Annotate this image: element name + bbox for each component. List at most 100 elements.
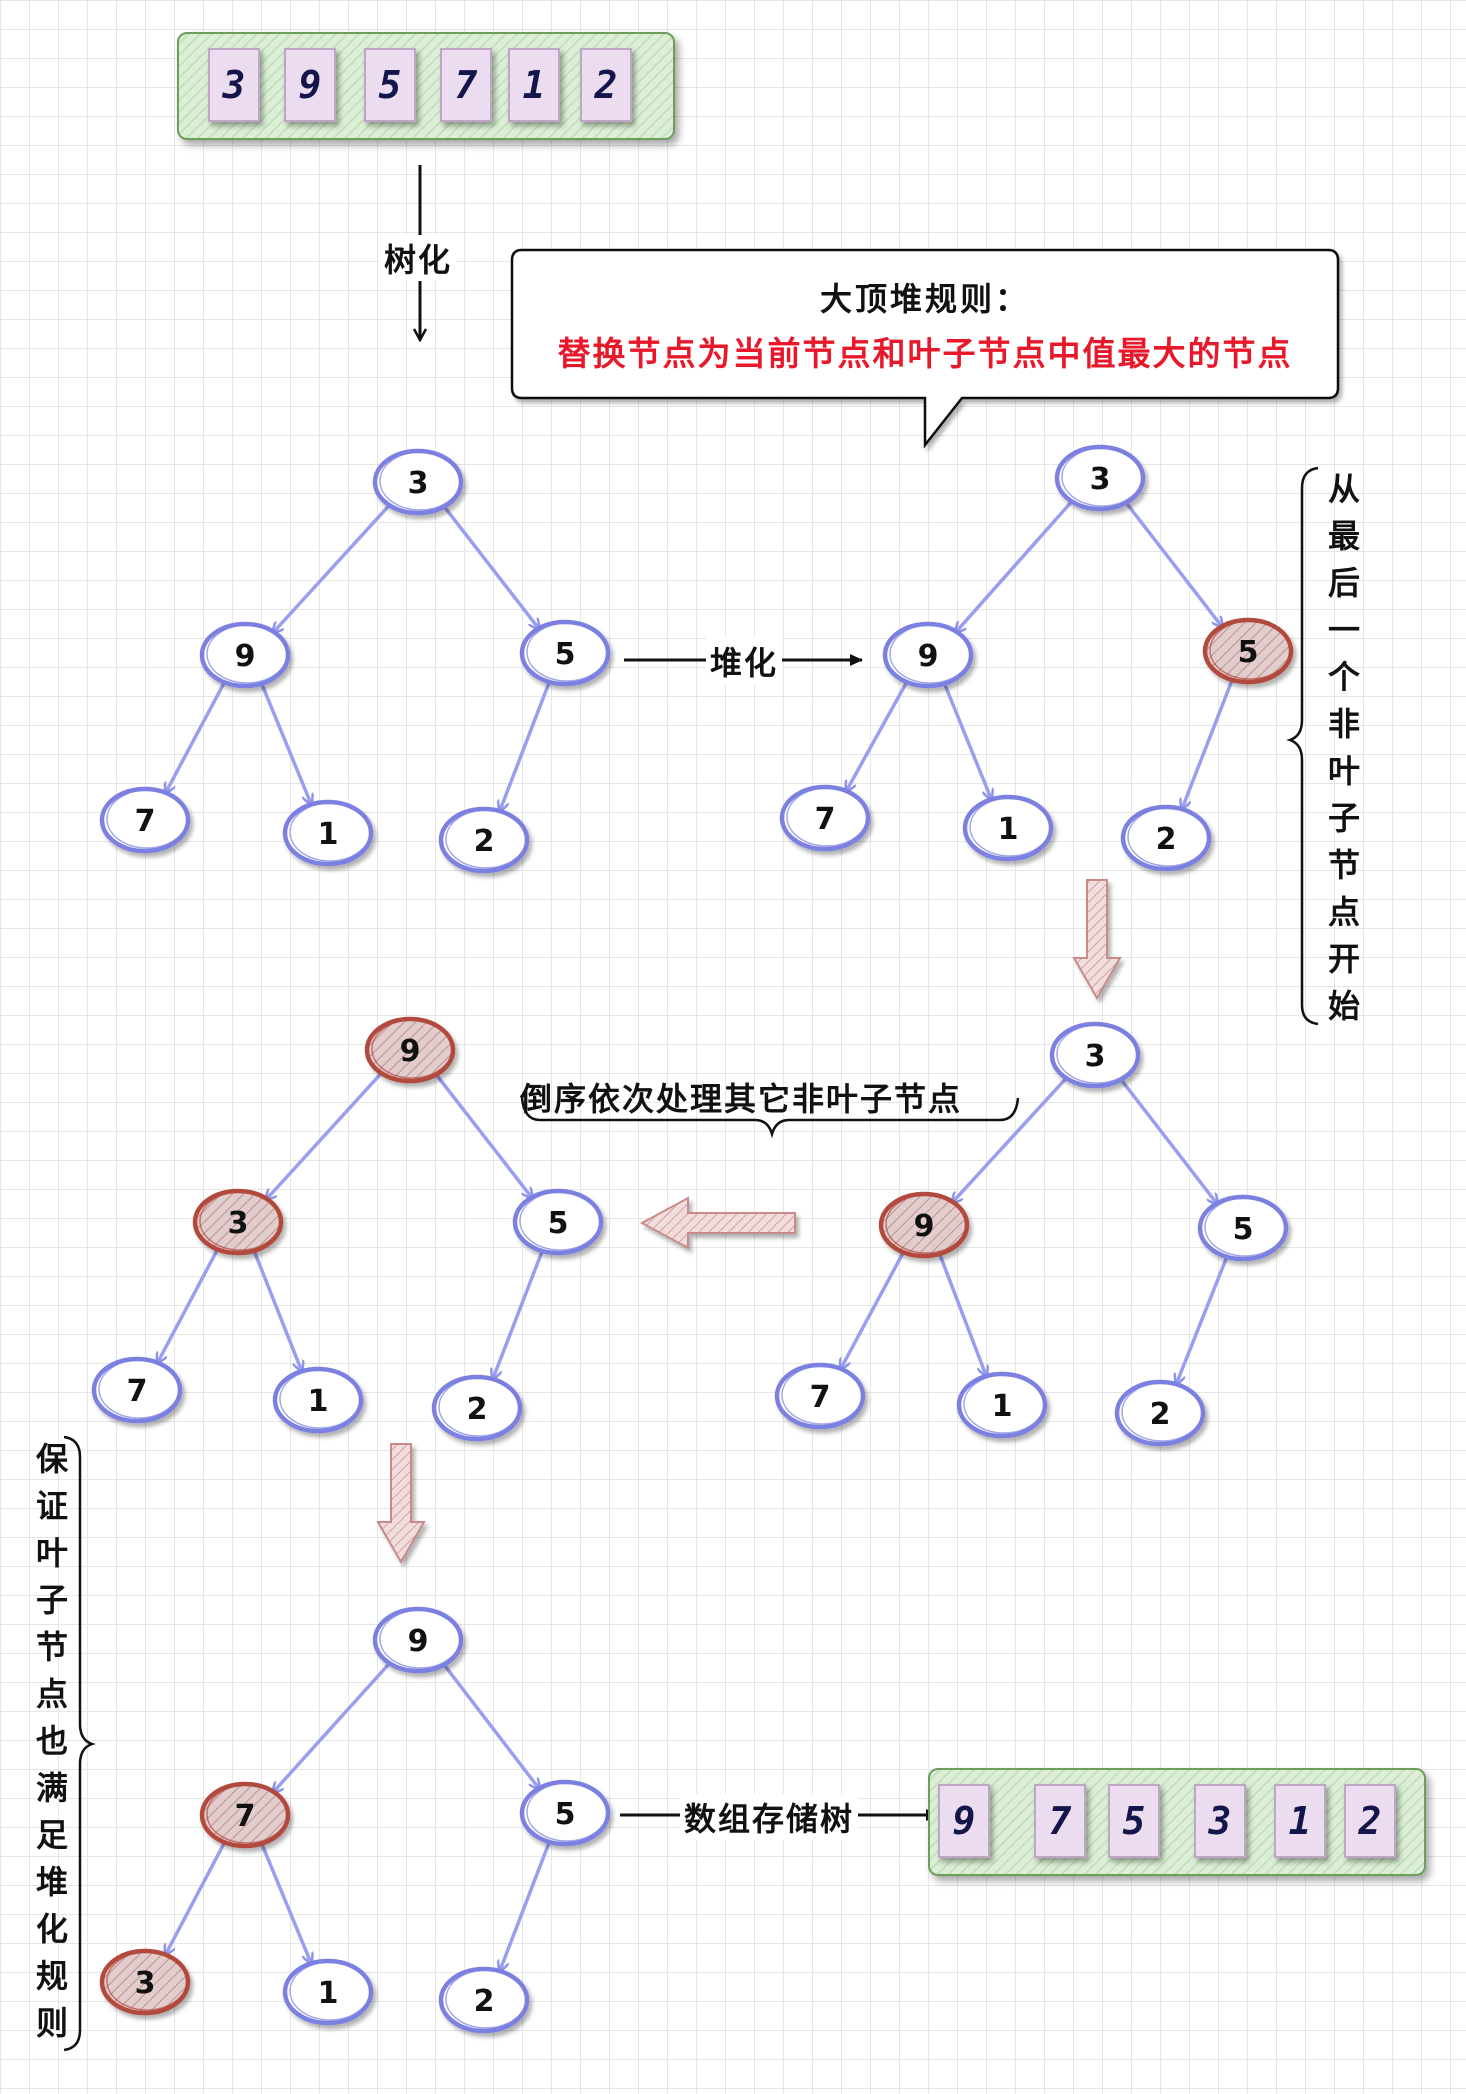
- tree-process-node-9-node-1: 9: [878, 1191, 970, 1259]
- tree-after-swap-root-node-5: 2: [431, 1374, 523, 1442]
- tree-process-node-9-node-0: 3: [1049, 1021, 1141, 1089]
- tree-start-last-nonleaf-node-label-3: 7: [815, 802, 836, 837]
- tree-final-heap-node-label-1: 7: [235, 1799, 256, 1834]
- tree-after-swap-root-node-label-0: 9: [400, 1034, 421, 1069]
- callout-title: 大顶堆规则：: [819, 280, 1030, 318]
- tree-initial-node-label-1: 9: [235, 639, 256, 674]
- tree-initial-node-3: 7: [99, 786, 191, 854]
- tree-initial-node-label-3: 7: [135, 804, 156, 839]
- tree-start-last-nonleaf-node-label-5: 2: [1156, 822, 1177, 857]
- tree-final-heap-node-4: 1: [282, 1958, 374, 2026]
- tree-process-node-9-node-label-1: 9: [914, 1209, 935, 1244]
- heap-array-cell-1: 7: [1034, 1784, 1086, 1858]
- tree-initial-node-1: 9: [199, 621, 291, 689]
- tree-process-node-9-node-label-4: 1: [992, 1389, 1013, 1424]
- tree-after-swap-root-node-label-3: 7: [127, 1374, 148, 1409]
- heap-array-cell-2: 5: [1108, 1784, 1160, 1858]
- tree-initial-edge-1: [441, 503, 539, 629]
- tree-final-heap-edge-2: [166, 1839, 228, 1955]
- tree-initial-edge-4: [500, 679, 552, 811]
- tree-initial-edge-2: [166, 679, 227, 793]
- tree-final-heap-edge-1: [441, 1661, 539, 1789]
- tree-process-node-9-node-3: 7: [774, 1362, 866, 1430]
- tree-after-swap-root-edge-4: [493, 1248, 545, 1379]
- input-array-cell-0: 3: [208, 48, 260, 122]
- input-array-cell-5: 2: [580, 48, 632, 122]
- tree-start-last-nonleaf-node-4: 1: [962, 794, 1054, 862]
- tree-process-node-9-node-5: 2: [1114, 1379, 1206, 1447]
- heapify-label: 堆化: [706, 638, 783, 684]
- tree-start-last-nonleaf-edge-0: [956, 498, 1075, 633]
- tree-after-swap-root-node-2: 5: [512, 1188, 604, 1256]
- tree-start-last-nonleaf-edge-3: [942, 681, 991, 799]
- tree-process-node-9-edge-0: [952, 1074, 1070, 1202]
- tree-start-last-nonleaf-node-0: 3: [1054, 444, 1146, 512]
- tree-after-swap-root-node-label-1: 3: [228, 1206, 249, 1241]
- tree-final-heap-node-5: 2: [438, 1966, 530, 2034]
- right-side-note: 从最后一个非叶子节点开始: [1327, 470, 1360, 1025]
- tree-final-heap-node-label-4: 1: [318, 1976, 339, 2011]
- tree-process-node-9-node-label-3: 7: [810, 1380, 831, 1415]
- tree-start-last-nonleaf-node-label-1: 9: [918, 639, 939, 674]
- tree-start-last-nonleaf-node-5: 2: [1120, 804, 1212, 872]
- tree-start-last-nonleaf-edge-4: [1182, 677, 1235, 808]
- tree-initial-node-label-0: 3: [408, 466, 429, 501]
- tree-after-swap-root-node-label-2: 5: [548, 1206, 569, 1241]
- tree-after-swap-root-node-0: 9: [364, 1016, 456, 1084]
- tree-start-last-nonleaf-node-label-0: 3: [1090, 462, 1111, 497]
- tree-initial-node-4: 1: [282, 799, 374, 867]
- reverse-order-brace: [520, 1097, 1020, 1139]
- input-array-cell-3: 7: [440, 48, 492, 122]
- tree-final-heap-node-label-5: 2: [474, 1984, 495, 2019]
- tree-after-swap-root-node-4: 1: [272, 1366, 364, 1434]
- tree-process-node-9-node-label-0: 3: [1085, 1039, 1106, 1074]
- tree-after-swap-root-edge-3: [251, 1248, 302, 1370]
- tree-initial-node-0: 3: [372, 448, 464, 516]
- tree-after-swap-root: 9 3 5 7 1 2: [91, 1016, 604, 1442]
- input-array-cell-4: 1: [508, 48, 560, 122]
- tree-final-heap-edge-3: [259, 1841, 311, 1963]
- rule-callout-bubble: [510, 248, 1340, 449]
- tree-initial-node-5: 2: [438, 806, 530, 874]
- tree-initial-node-label-2: 5: [555, 637, 576, 672]
- input-array-cell-2: 5: [364, 48, 416, 122]
- callout-rule: 替换节点为当前节点和叶子节点中值最大的节点: [557, 334, 1293, 373]
- heap-array-cell-0: 9: [938, 1784, 990, 1858]
- tree-final-heap-node-3: 3: [99, 1948, 191, 2016]
- tree-start-last-nonleaf-edge-2: [846, 679, 910, 791]
- tree-process-node-9-edge-1: [1118, 1076, 1217, 1204]
- tree-after-swap-root-edge-1: [433, 1071, 532, 1198]
- tree-process-node-9-edge-4: [1176, 1254, 1230, 1383]
- tree-after-swap-root-node-label-5: 2: [467, 1392, 488, 1427]
- tree-process-node-9-node-4: 1: [956, 1371, 1048, 1439]
- treeify-label: 树化: [380, 235, 457, 281]
- tree-start-last-nonleaf-edge-1: [1123, 499, 1222, 627]
- tree-final-heap-node-label-3: 3: [135, 1966, 156, 2001]
- array-store-label: 数组存储树: [680, 1794, 859, 1840]
- tree-after-swap-root-node-label-4: 1: [308, 1384, 329, 1419]
- tree-after-swap-root-node-1: 3: [192, 1188, 284, 1256]
- tree-final-heap-edge-4: [500, 1839, 552, 1971]
- left-side-note: 保证叶子节点也满足堆化规则: [35, 1440, 68, 2042]
- tree-initial-node-2: 5: [519, 619, 611, 687]
- left-note-brace: [63, 1435, 96, 2052]
- tree-initial-edge-0: [273, 502, 393, 632]
- tree-start-last-nonleaf-node-3: 7: [779, 784, 871, 852]
- tree-start-last-nonleaf-node-label-4: 1: [998, 812, 1019, 847]
- tree-start-last-nonleaf-node-1: 9: [882, 621, 974, 689]
- step-arrow-left: [639, 1196, 796, 1250]
- heap-array-cell-5: 2: [1344, 1784, 1396, 1858]
- tree-process-node-9-node-label-5: 2: [1150, 1397, 1171, 1432]
- input-array-cell-1: 9: [284, 48, 336, 122]
- tree-after-swap-root-node-3: 7: [91, 1356, 183, 1424]
- tree-after-swap-root-edge-0: [266, 1070, 385, 1199]
- tree-final-heap-node-label-2: 5: [555, 1797, 576, 1832]
- tree-initial-edge-3: [259, 681, 311, 804]
- tree-process-node-9-edge-2: [841, 1249, 906, 1369]
- tree-process-node-9: 3 9 5 7 1 2: [774, 1021, 1289, 1447]
- right-note-brace: [1286, 466, 1319, 1026]
- tree-process-node-9-node-2: 5: [1197, 1194, 1289, 1262]
- tree-final-heap-node-1: 7: [199, 1781, 291, 1849]
